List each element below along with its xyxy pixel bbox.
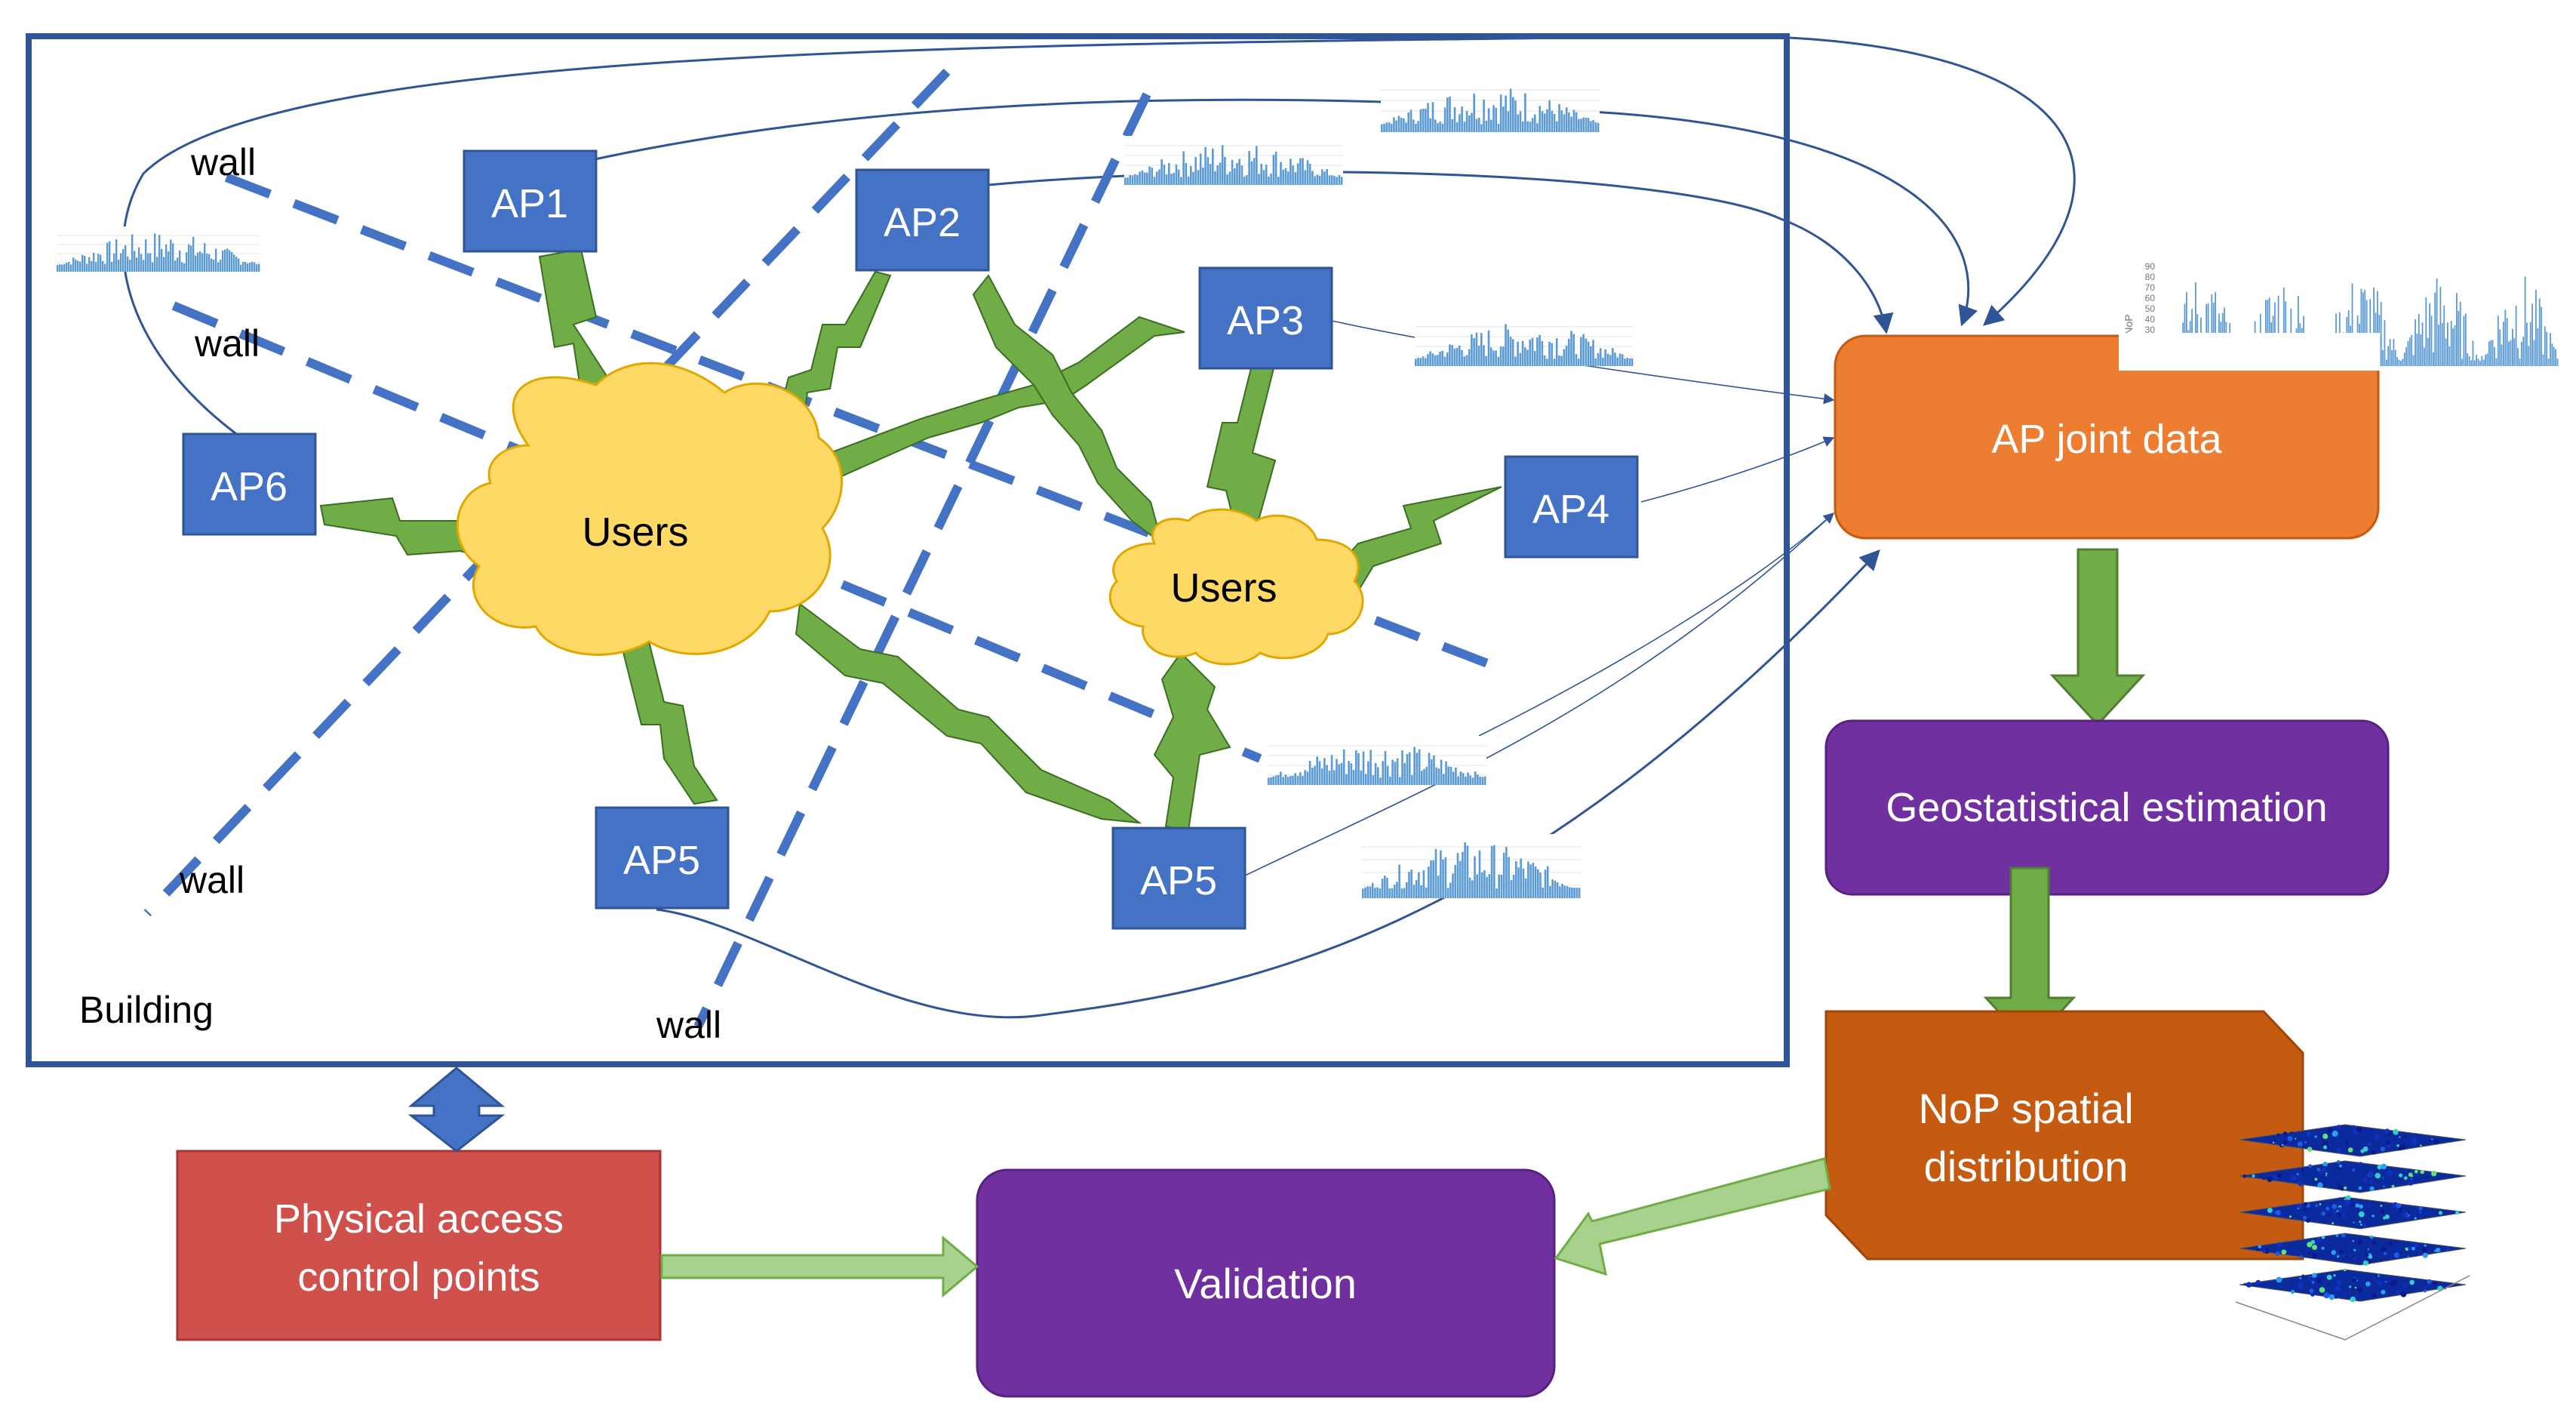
cloud-small	[1108, 508, 1364, 666]
ap-boxes: AP1 AP2 AP3 AP4 AP5 AP5 AP6	[182, 149, 1639, 930]
double-arrow	[407, 1067, 506, 1153]
arrow-to-validation	[660, 1235, 979, 1298]
connector-ap2	[988, 171, 1894, 334]
ap4-box	[1504, 455, 1639, 559]
inset-tick: 90	[2145, 261, 2156, 272]
sparkline	[1124, 136, 1343, 186]
connector-ap5-right	[1244, 513, 1834, 876]
arrow-down-1	[2049, 548, 2146, 727]
connector-ap5-left	[656, 549, 1880, 1019]
bolt-ap5-left	[617, 633, 718, 805]
geostatistical-estimation-label: Geostatistical estimation	[1886, 785, 2327, 830]
ap2-label: AP2	[884, 200, 961, 245]
validation-label: Validation	[1174, 1260, 1357, 1307]
inset-tick: 60	[2145, 293, 2156, 303]
users-label-small: Users	[1170, 565, 1277, 611]
ap5-left-label: AP5	[623, 838, 700, 883]
cloud-large	[456, 362, 844, 656]
connector-center	[1478, 513, 1835, 737]
sparkline	[1362, 834, 1581, 899]
nop-spatial-label-line2: distribution	[1924, 1143, 2129, 1190]
geostatistical-estimation-box	[1824, 719, 2390, 896]
ap-joint-data-box	[1834, 334, 2380, 540]
sparkline	[57, 226, 260, 272]
bolt-ap2-b	[972, 274, 1164, 546]
wall-label-4: wall	[656, 1004, 721, 1046]
ap2-box	[855, 168, 990, 272]
ap-joint-data-label: AP joint data	[1991, 417, 2222, 462]
connection-lines	[121, 35, 2076, 1019]
bolt-ap3-b	[1206, 362, 1277, 537]
connector-ap6	[121, 35, 2076, 439]
wall-label-3: wall	[179, 859, 244, 901]
ap6-box	[182, 432, 317, 536]
users-label-large: Users	[582, 509, 688, 555]
inset-tick: 80	[2145, 272, 2156, 282]
inset-tick: 30	[2145, 325, 2156, 335]
bolt-ap5-right-a	[795, 602, 1142, 824]
user-clouds	[456, 362, 1364, 666]
ap3-label: AP3	[1227, 298, 1304, 343]
wall-label-1: wall	[190, 141, 256, 183]
ap3-box	[1198, 266, 1333, 370]
wall-line-4	[693, 92, 1151, 1029]
ap1-label: AP1	[491, 181, 568, 226]
wall-line-1	[224, 173, 1511, 676]
sparkline	[1415, 317, 1634, 367]
bolt-ap5-right-b	[1153, 651, 1231, 832]
wall-label-2: wall	[194, 322, 260, 365]
inset-ylabel: NoP	[2123, 314, 2135, 334]
physical-access-box	[176, 1150, 662, 1341]
ap5-right-label: AP5	[1140, 858, 1217, 903]
nop-spatial-label-line1: NoP spatial	[1918, 1085, 2133, 1132]
sparkline	[1268, 736, 1486, 786]
ap5-left-box	[595, 806, 730, 910]
nop-3d-heatmap-thumbnail	[2235, 1124, 2470, 1341]
ap5-right-box	[1111, 827, 1247, 930]
sparklines	[57, 79, 1634, 899]
connector-ap4	[1640, 436, 1835, 503]
process-flow: AP joint data Geostatistical estimation …	[176, 333, 2390, 1398]
ap1-box	[463, 149, 598, 253]
nop-spatial-distribution-box	[1824, 1010, 2304, 1261]
physical-access-label-line1: Physical access	[274, 1196, 564, 1242]
ap4-label: AP4	[1532, 487, 1609, 532]
arrow-nop-to-validation	[1554, 1157, 1831, 1276]
building-frame	[26, 33, 1790, 1067]
inset-tick: 50	[2145, 303, 2156, 314]
physical-access-label-line2: control points	[297, 1254, 539, 1300]
validation-box	[976, 1168, 1556, 1398]
inset-tick: 40	[2145, 314, 2156, 325]
inset-tick: 70	[2145, 282, 2156, 293]
sparkline	[1381, 79, 1600, 132]
ap6-label: AP6	[211, 464, 287, 509]
building-label: Building	[79, 989, 214, 1031]
